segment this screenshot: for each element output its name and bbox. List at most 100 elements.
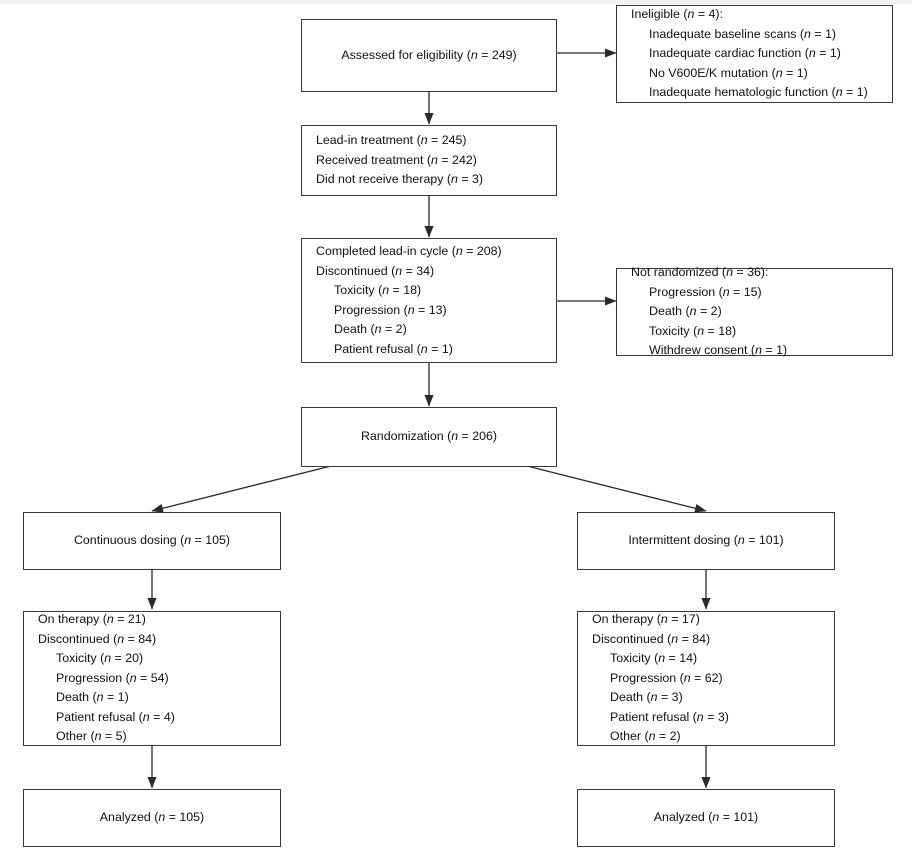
node-line: Ineligible (n = 4): — [631, 7, 723, 22]
n-symbol: n — [671, 631, 679, 646]
n-symbol: n — [104, 651, 112, 666]
node-lead-in-treatment[interactable]: Lead-in treatment (n = 245) Received tre… — [301, 125, 557, 196]
node-line: Randomization (n = 206) — [360, 429, 498, 444]
n-symbol: n — [374, 322, 382, 336]
n-symbol: n — [804, 26, 811, 41]
n-symbol: n — [117, 631, 125, 646]
node-line: Progression (n = 15) — [649, 284, 762, 299]
node-line: Not randomized (n = 36): — [631, 265, 769, 280]
node-line: Inadequate cardiac function (n = 1) — [649, 46, 841, 61]
node-line: No V600E/K mutation (n = 1) — [649, 65, 808, 80]
n-symbol: n — [755, 343, 762, 358]
node-analyzed-continuous[interactable]: Analyzed (n = 105) — [23, 789, 281, 847]
node-assessed-for-eligibility[interactable]: Assessed for eligibility (n = 249) — [301, 19, 557, 92]
node-line: On therapy (n = 21) — [38, 612, 146, 627]
n-symbol: n — [158, 810, 166, 825]
node-line: Progression (n = 54) — [56, 670, 169, 685]
node-text-block: Randomization (n = 206) — [302, 427, 556, 447]
node-line: Toxicity (n = 18) — [649, 323, 737, 338]
edge-randomization-to-intermittent — [526, 465, 707, 513]
n-symbol: n — [835, 85, 843, 100]
node-line: Death (n = 2) — [649, 304, 722, 319]
node-text-block: Assessed for eligibility (n = 249) — [302, 46, 556, 66]
node-line: Patient refusal (n = 3) — [610, 709, 729, 724]
node-text-block: On therapy (n = 17) Discontinued (n = 84… — [578, 610, 848, 747]
node-line: Analyzed (n = 105) — [99, 810, 205, 825]
page-top-edge — [0, 0, 912, 4]
n-symbol: n — [683, 670, 691, 685]
n-symbol: n — [726, 265, 733, 280]
n-symbol: n — [94, 729, 102, 744]
n-symbol: n — [650, 690, 658, 705]
node-line: Analyzed (n = 101) — [653, 810, 759, 825]
n-symbol: n — [722, 284, 730, 299]
n-symbol: n — [470, 47, 478, 62]
node-line: Death (n = 2) — [334, 322, 407, 336]
n-symbol: n — [808, 46, 816, 61]
n-symbol: n — [712, 810, 720, 825]
node-line: Discontinued (n = 34) — [316, 263, 435, 278]
n-symbol: n — [687, 7, 695, 22]
n-symbol: n — [407, 302, 415, 317]
n-symbol: n — [382, 283, 390, 297]
node-continuous-dosing-status[interactable]: On therapy (n = 21) Discontinued (n = 84… — [23, 611, 281, 746]
node-line: Patient refusal (n = 1) — [334, 341, 453, 356]
n-symbol: n — [696, 709, 704, 724]
node-text-block: Ineligible (n = 4): Inadequate baseline … — [617, 5, 906, 103]
node-line: Toxicity (n = 14) — [610, 651, 698, 666]
node-line: Discontinued (n = 84) — [38, 631, 157, 646]
node-text-block: Not randomized (n = 36): Progression (n … — [617, 263, 906, 361]
n-symbol: n — [106, 612, 114, 627]
node-line: Withdrew consent (n = 1) — [649, 343, 788, 358]
n-symbol: n — [184, 533, 192, 548]
n-symbol: n — [455, 244, 463, 258]
node-intermittent-dosing[interactable]: Intermittent dosing (n = 101) — [577, 512, 835, 570]
n-symbol: n — [658, 651, 666, 666]
node-line: Inadequate hematologic function (n = 1) — [649, 85, 868, 100]
node-text-block: Analyzed (n = 105) — [24, 808, 280, 828]
n-symbol: n — [689, 304, 697, 319]
n-symbol: n — [420, 133, 428, 148]
node-ineligible[interactable]: Ineligible (n = 4): Inadequate baseline … — [616, 5, 893, 103]
node-analyzed-intermittent[interactable]: Analyzed (n = 101) — [577, 789, 835, 847]
node-line: Death (n = 3) — [610, 690, 683, 705]
n-symbol: n — [395, 263, 403, 278]
node-line: Continuous dosing (n = 105) — [73, 533, 231, 548]
node-text-block: Completed lead-in cycle (n = 208) Discon… — [302, 242, 570, 359]
node-text-block: Lead-in treatment (n = 245) Received tre… — [302, 131, 570, 190]
node-completed-lead-in-cycle[interactable]: Completed lead-in cycle (n = 208) Discon… — [301, 238, 557, 363]
edge-randomization-to-continuous — [151, 465, 332, 513]
node-line: Assessed for eligibility (n = 249) — [341, 47, 517, 62]
node-line: Received treatment (n = 242) — [316, 152, 477, 167]
node-line: Toxicity (n = 20) — [56, 651, 144, 666]
node-line: Completed lead-in cycle (n = 208) — [316, 244, 502, 258]
node-line: On therapy (n = 17) — [592, 612, 700, 627]
node-text-block: Continuous dosing (n = 105) — [24, 531, 280, 551]
node-line: Other (n = 2) — [610, 729, 681, 744]
node-intermittent-dosing-status[interactable]: On therapy (n = 17) Discontinued (n = 84… — [577, 611, 835, 746]
node-text-block: Intermittent dosing (n = 101) — [578, 531, 834, 551]
node-line: Toxicity (n = 18) — [334, 283, 422, 297]
n-symbol: n — [129, 670, 137, 685]
node-line: Inadequate baseline scans (n = 1) — [649, 26, 837, 41]
n-symbol: n — [775, 65, 783, 80]
node-text-block: On therapy (n = 21) Discontinued (n = 84… — [24, 610, 294, 747]
node-line: Patient refusal (n = 4) — [56, 709, 175, 724]
node-randomization[interactable]: Randomization (n = 206) — [301, 407, 557, 467]
node-line: Progression (n = 62) — [610, 670, 723, 685]
node-not-randomized[interactable]: Not randomized (n = 36): Progression (n … — [616, 265, 893, 357]
node-line: Did not receive therapy (n = 3) — [316, 172, 484, 187]
n-symbol: n — [420, 341, 428, 356]
node-line: Progression (n = 13) — [334, 302, 447, 317]
n-symbol: n — [431, 152, 438, 167]
n-symbol: n — [96, 690, 104, 705]
node-line: Death (n = 1) — [56, 690, 129, 705]
n-symbol: n — [648, 729, 656, 744]
node-line: Other (n = 5) — [56, 729, 127, 744]
node-continuous-dosing[interactable]: Continuous dosing (n = 105) — [23, 512, 281, 570]
node-line: Discontinued (n = 84) — [592, 631, 711, 646]
n-symbol: n — [737, 533, 745, 548]
n-symbol: n — [142, 709, 150, 724]
n-symbol: n — [451, 172, 458, 187]
